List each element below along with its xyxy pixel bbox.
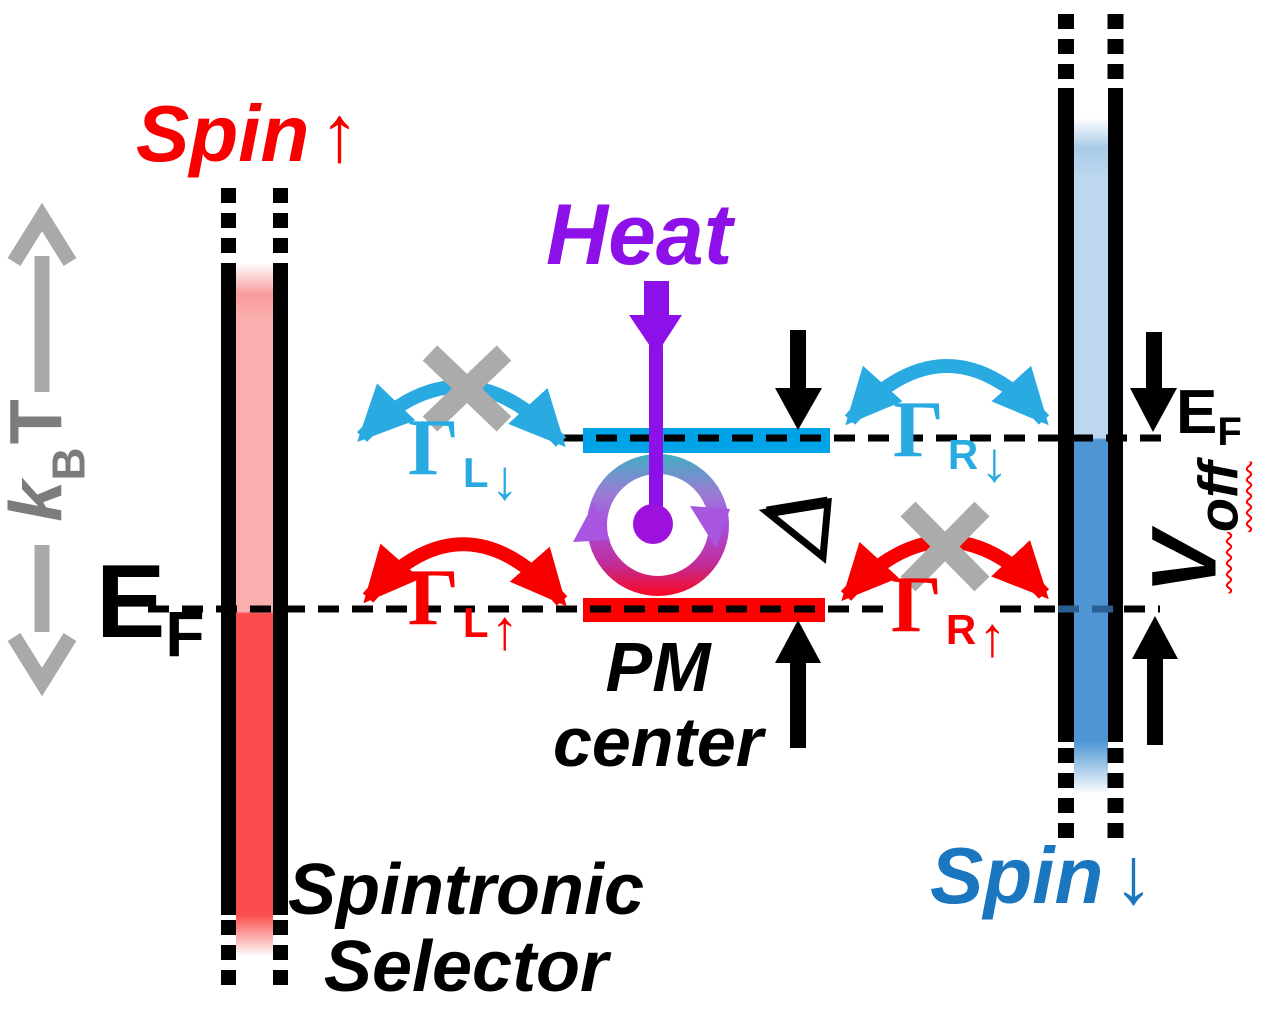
- ef-symbol: E: [96, 544, 166, 660]
- right-electrode-bar-right: [1108, 88, 1123, 742]
- heat-arrow-shaft-thin: [649, 345, 663, 509]
- spin-up-label: Spin↑: [136, 94, 359, 174]
- gamma-symbol: Γ: [408, 554, 459, 642]
- gamma-sub-arrow: ↓: [490, 448, 519, 511]
- ef-subscript: F: [165, 598, 205, 670]
- left-electrode-bar-left: [221, 263, 236, 915]
- heat-text: Heat: [546, 187, 733, 283]
- level-spin-down-arrow: [775, 330, 822, 430]
- ef-symbol: E: [1176, 378, 1218, 447]
- kbt-t: T: [0, 399, 78, 445]
- blocked-x-right: [900, 501, 990, 592]
- gamma-right-down-label: Γ R↓: [893, 390, 1008, 490]
- right-electrode-dashes: [1058, 14, 1124, 838]
- voff-up-arrow: [1132, 616, 1178, 745]
- ring-arrowhead-right-down: [690, 506, 730, 548]
- gamma-symbol: Γ: [893, 386, 944, 474]
- gamma-left-up-label: Γ L↑: [408, 558, 519, 658]
- gamma-right-down-arrow: [844, 359, 1050, 426]
- voff-down-arrow: [1130, 332, 1177, 432]
- spin-up-word: Spin: [136, 89, 310, 178]
- left-electrode-dashes: [221, 188, 288, 988]
- spin-down-label: Spin↓: [930, 836, 1153, 916]
- blocked-x-left: [422, 345, 512, 432]
- heat-label: Heat: [546, 192, 732, 278]
- gamma-left-up-arrow: [362, 537, 568, 607]
- gamma-symbol: Γ: [408, 404, 459, 492]
- gamma-sub-arrow: ↑: [490, 598, 519, 661]
- delta-splitting-symbol: [758, 496, 832, 564]
- right-electrode-fill: [1074, 88, 1108, 835]
- heat-arrow: [629, 281, 682, 544]
- gamma-symbol: Γ: [891, 561, 942, 649]
- fermi-dashed-lines: [148, 434, 1161, 613]
- gamma-right-up-label: Γ R↑: [891, 565, 1006, 665]
- ef-subscript: F: [1217, 410, 1242, 454]
- kbt-k: k: [0, 480, 78, 522]
- left-electrode-bar-right: [273, 263, 288, 915]
- heat-arrow-shaft-top: [644, 281, 669, 319]
- gamma-sub-letter: R: [945, 606, 977, 653]
- pm-center-label: PM center: [533, 630, 783, 780]
- right-electrode: [1058, 14, 1124, 838]
- kbt-double-arrow: [7, 202, 77, 697]
- right-electrode-bar-left: [1058, 88, 1074, 742]
- voff-subscript: off: [1186, 461, 1250, 533]
- pm-center-dot: [633, 504, 673, 544]
- spintronic-selector-line2: Selector: [323, 927, 609, 1008]
- gamma-sub-letter: R: [947, 431, 979, 478]
- spin-down-word: Spin: [930, 831, 1104, 920]
- heat-arrowhead: [629, 315, 682, 355]
- gamma-sub-letter: L: [462, 449, 489, 496]
- gamma-sub-arrow: ↓: [980, 430, 1009, 493]
- spintronic-selector-label: Spintronic Selector: [166, 850, 766, 1008]
- level-spin-up-arrow: [775, 620, 821, 748]
- spin-down-arrow-glyph: ↓: [1113, 831, 1154, 920]
- gamma-sub-arrow: ↑: [978, 605, 1007, 668]
- ring-arrowhead-left-up: [573, 503, 610, 542]
- kbt-b-subscript: B: [42, 447, 95, 481]
- gamma-left-down-label: Γ L↓: [408, 408, 519, 508]
- kbt-arrowhead-down: [7, 633, 77, 697]
- spin-up-arrow-glyph: ↑: [319, 89, 360, 178]
- gamma-sub-letter: L: [462, 599, 489, 646]
- voff-symbol: V: [1133, 532, 1236, 594]
- spintronic-selector-line1: Spintronic: [288, 850, 644, 930]
- kbt-arrowhead-up: [7, 202, 77, 266]
- pm-center-line1: PM: [605, 628, 711, 706]
- pm-center-line2: center: [552, 702, 764, 781]
